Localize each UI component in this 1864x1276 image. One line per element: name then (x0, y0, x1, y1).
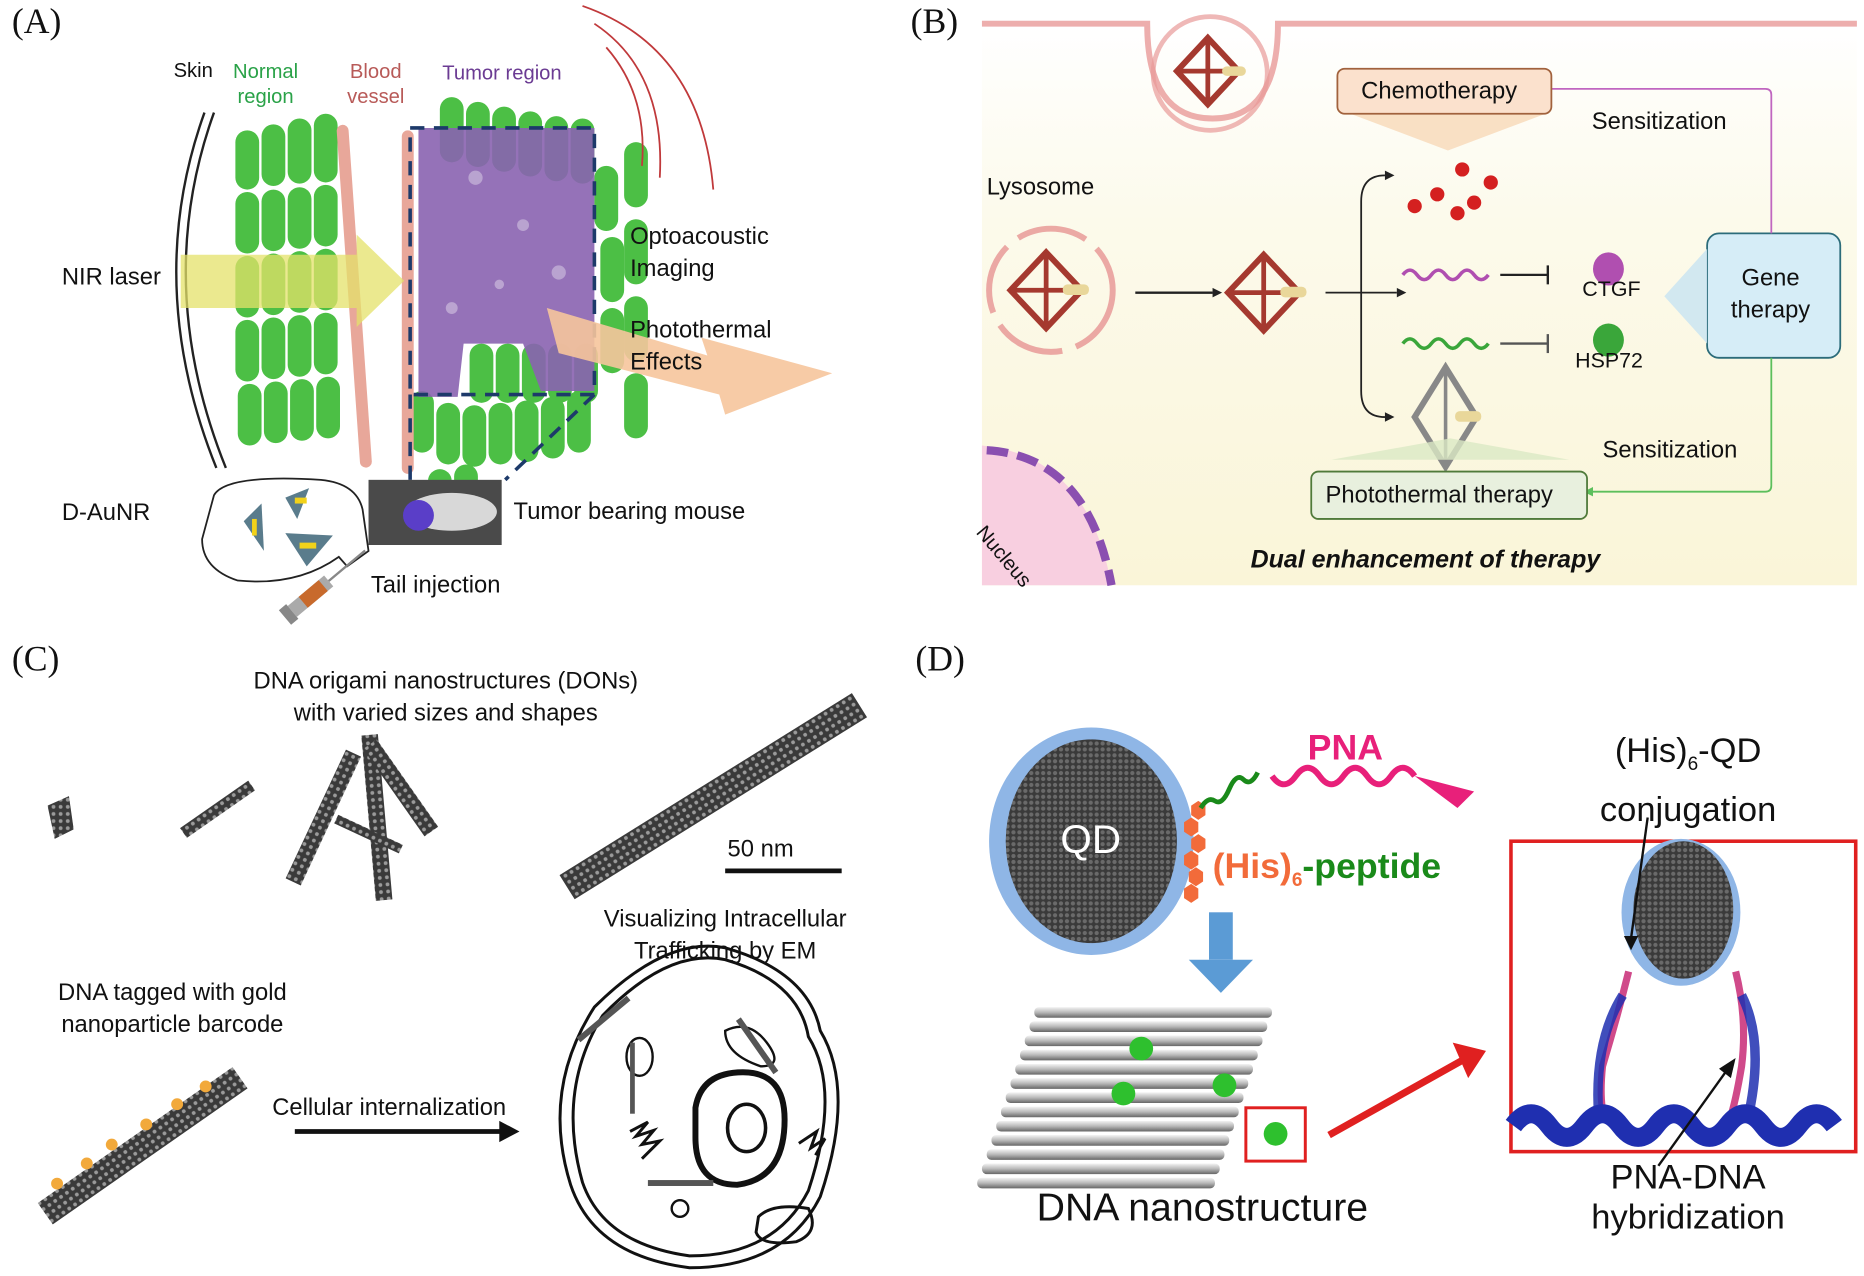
sensitization-label-top: Sensitization (1591, 109, 1727, 136)
endocytic-vesicle (1150, 14, 1270, 133)
qd-on-nanostructure (1111, 1036, 1288, 1146)
dna-octahedron (1223, 250, 1307, 335)
tumor-dashed-frame (408, 126, 597, 397)
visualizing-label: Visualizing Intracellular Trafficking by… (603, 906, 847, 965)
tumor-spot (403, 499, 434, 531)
syringe-icon (278, 549, 366, 625)
golgi (629, 1120, 665, 1160)
mitochondria (798, 1127, 827, 1156)
label-tumor-bearing-mouse: Tumor bearing mouse (513, 498, 746, 525)
peptide-linker (1198, 771, 1260, 810)
zoom-box-small (1244, 1106, 1307, 1163)
panel-label-a: (A) (11, 2, 62, 42)
label-nir-laser: NIR laser (61, 264, 161, 291)
scale-bar-label: 50 nm (727, 836, 794, 863)
d-aunr-particles (243, 488, 333, 567)
don-rod-short (180, 780, 256, 838)
blue-down-arrow (1209, 912, 1233, 960)
nucleolus (725, 1102, 768, 1154)
dna-octahedron (1006, 248, 1089, 333)
sirna-hsp72 (1401, 337, 1490, 351)
label-photothermal-effects: Photothermal Effects (630, 317, 772, 376)
sensitization-line-ptt (1592, 357, 1773, 493)
label-skin: Skin (173, 59, 213, 82)
gold-nanoparticles (51, 1080, 212, 1190)
lysosome-label: Lysosome (986, 174, 1095, 201)
label-optoacoustic: Optoacoustic Imaging (630, 223, 769, 282)
tumor-region-cells (418, 127, 595, 397)
vesicle (625, 1036, 654, 1077)
quantum-dot-zoomed (1633, 841, 1734, 979)
ctgf-label: CTGF (1582, 277, 1641, 301)
don-title: DNA origami nanostructures (DONs) with v… (253, 668, 639, 727)
quantum-dot (1005, 739, 1177, 944)
dna-tagged-label: DNA tagged with gold nanoparticle barcod… (58, 979, 287, 1038)
zoom-frame (1509, 839, 1858, 1154)
panel-label-c: (C) (11, 639, 60, 679)
chemotherapy-label: Chemotherapy (1361, 78, 1518, 105)
dna-octahedron (1172, 33, 1246, 109)
nucleus (981, 445, 1112, 586)
panel-label-d: (D) (915, 639, 965, 679)
hsp72-label: HSP72 (1575, 348, 1643, 373)
pointer-arrow (1657, 1065, 1731, 1167)
ctgf-protein (1592, 252, 1624, 286)
nir-laser-arrow (180, 234, 405, 328)
photothermal-arrow (546, 308, 833, 415)
sensitization-label-bottom: Sensitization (1602, 437, 1738, 464)
pna-strand (1269, 764, 1418, 788)
label-tumor-region: Tumor region (442, 61, 562, 85)
panel-c-illustration (37, 693, 868, 1270)
acoustic-wave (582, 5, 715, 190)
qd-label: QD (1060, 817, 1122, 863)
pna-label: PNA (1307, 728, 1383, 768)
nucleus (692, 1069, 788, 1188)
his-peptide-label: (His)6-peptide (1212, 847, 1442, 891)
tagged-dna-rod (37, 1067, 248, 1225)
cell-membrane (558, 944, 840, 1270)
acoustic-wave (605, 46, 644, 166)
zoom-arrow (1327, 1057, 1464, 1139)
his-qd-conjugation-label: (His)6-QD conjugation (1599, 732, 1777, 830)
label-d-aunr: D-AuNR (61, 499, 151, 527)
sirna-ctgf (1401, 268, 1490, 282)
label-normal-region: Normal region (233, 60, 299, 108)
pna-dna-hybridization-label: PNA-DNA hybridization (1591, 1158, 1785, 1237)
acoustic-wave (593, 22, 662, 178)
photothermal-therapy-label: Photothermal therapy (1325, 482, 1553, 509)
panel-label-b: (B) (910, 2, 959, 42)
photothermal-therapy-box (1310, 470, 1588, 520)
chemotherapy-box (1336, 67, 1553, 115)
hsp72-protein (1592, 323, 1624, 357)
panel-b-caption: Dual enhancement of therapy (1250, 546, 1601, 574)
label-tail-injection: Tail injection (370, 572, 501, 599)
panel-a-illustration (175, 5, 833, 625)
cellular-internalization-label: Cellular internalization (272, 1094, 507, 1121)
don-rod-long (559, 693, 868, 900)
label-blood-vessel: Blood vessel (347, 60, 405, 108)
dna-nanostructure-label: DNA nanostructure (1036, 1184, 1369, 1229)
skin-line (175, 112, 218, 469)
gene-therapy-label: Gene therapy (1730, 265, 1811, 324)
don-tripod (285, 734, 439, 901)
dna-duplex (1505, 1104, 1842, 1147)
lysosome (986, 225, 1116, 355)
sensitization-line-chemo (1539, 87, 1773, 234)
branch-arrow (1360, 174, 1385, 418)
don-small (47, 796, 74, 839)
pointer-arrow (1629, 817, 1649, 939)
panel-b-illustration (981, 14, 1857, 587)
centriole (670, 1199, 690, 1218)
drug-molecules (1407, 162, 1498, 221)
